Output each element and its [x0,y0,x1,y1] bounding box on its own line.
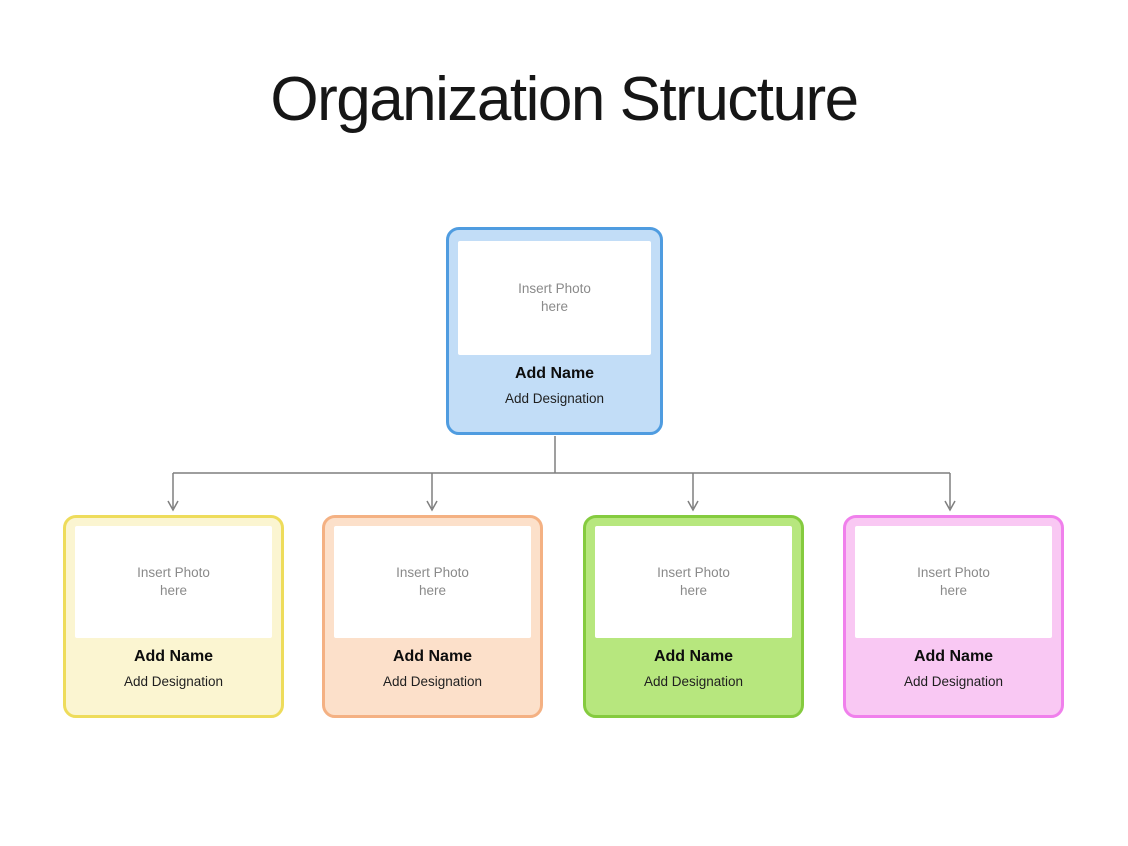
arrowhead-icon [687,500,699,512]
arrowhead-icon [167,500,179,512]
org-node-child-2[interactable]: Insert Photo here Add Name Add Designati… [322,515,543,718]
photo-placeholder[interactable]: Insert Photo here [334,526,531,638]
photo-placeholder-text: Insert Photo here [137,564,210,598]
connector-group [167,436,956,512]
photo-placeholder-text: Insert Photo here [917,564,990,598]
designation-placeholder[interactable]: Add Designation [903,674,1004,689]
name-placeholder[interactable]: Add Name [392,648,473,665]
designation-placeholder[interactable]: Add Designation [123,674,224,689]
name-placeholder[interactable]: Add Name [653,648,734,665]
photo-placeholder[interactable]: Insert Photo here [855,526,1052,638]
photo-placeholder[interactable]: Insert Photo here [75,526,272,638]
arrowhead-icon [944,500,956,512]
photo-placeholder-text: Insert Photo here [657,564,730,598]
name-placeholder[interactable]: Add Name [133,648,214,665]
photo-placeholder-text: Insert Photo here [396,564,469,598]
designation-placeholder[interactable]: Add Designation [504,391,605,406]
slide-title: Organization Structure [270,65,859,134]
designation-placeholder[interactable]: Add Designation [382,674,483,689]
org-node-child-4[interactable]: Insert Photo here Add Name Add Designati… [843,515,1064,718]
name-placeholder[interactable]: Add Name [514,365,595,382]
name-placeholder[interactable]: Add Name [913,648,994,665]
org-node-child-3[interactable]: Insert Photo here Add Name Add Designati… [583,515,804,718]
arrowhead-icon [426,500,438,512]
org-node-child-1[interactable]: Insert Photo here Add Name Add Designati… [63,515,284,718]
designation-placeholder[interactable]: Add Designation [643,674,744,689]
photo-placeholder[interactable]: Insert Photo here [595,526,792,638]
photo-placeholder-text: Insert Photo here [518,280,591,314]
org-node-root[interactable]: Insert Photo here Add Name Add Designati… [446,227,663,435]
photo-placeholder[interactable]: Insert Photo here [458,241,651,355]
